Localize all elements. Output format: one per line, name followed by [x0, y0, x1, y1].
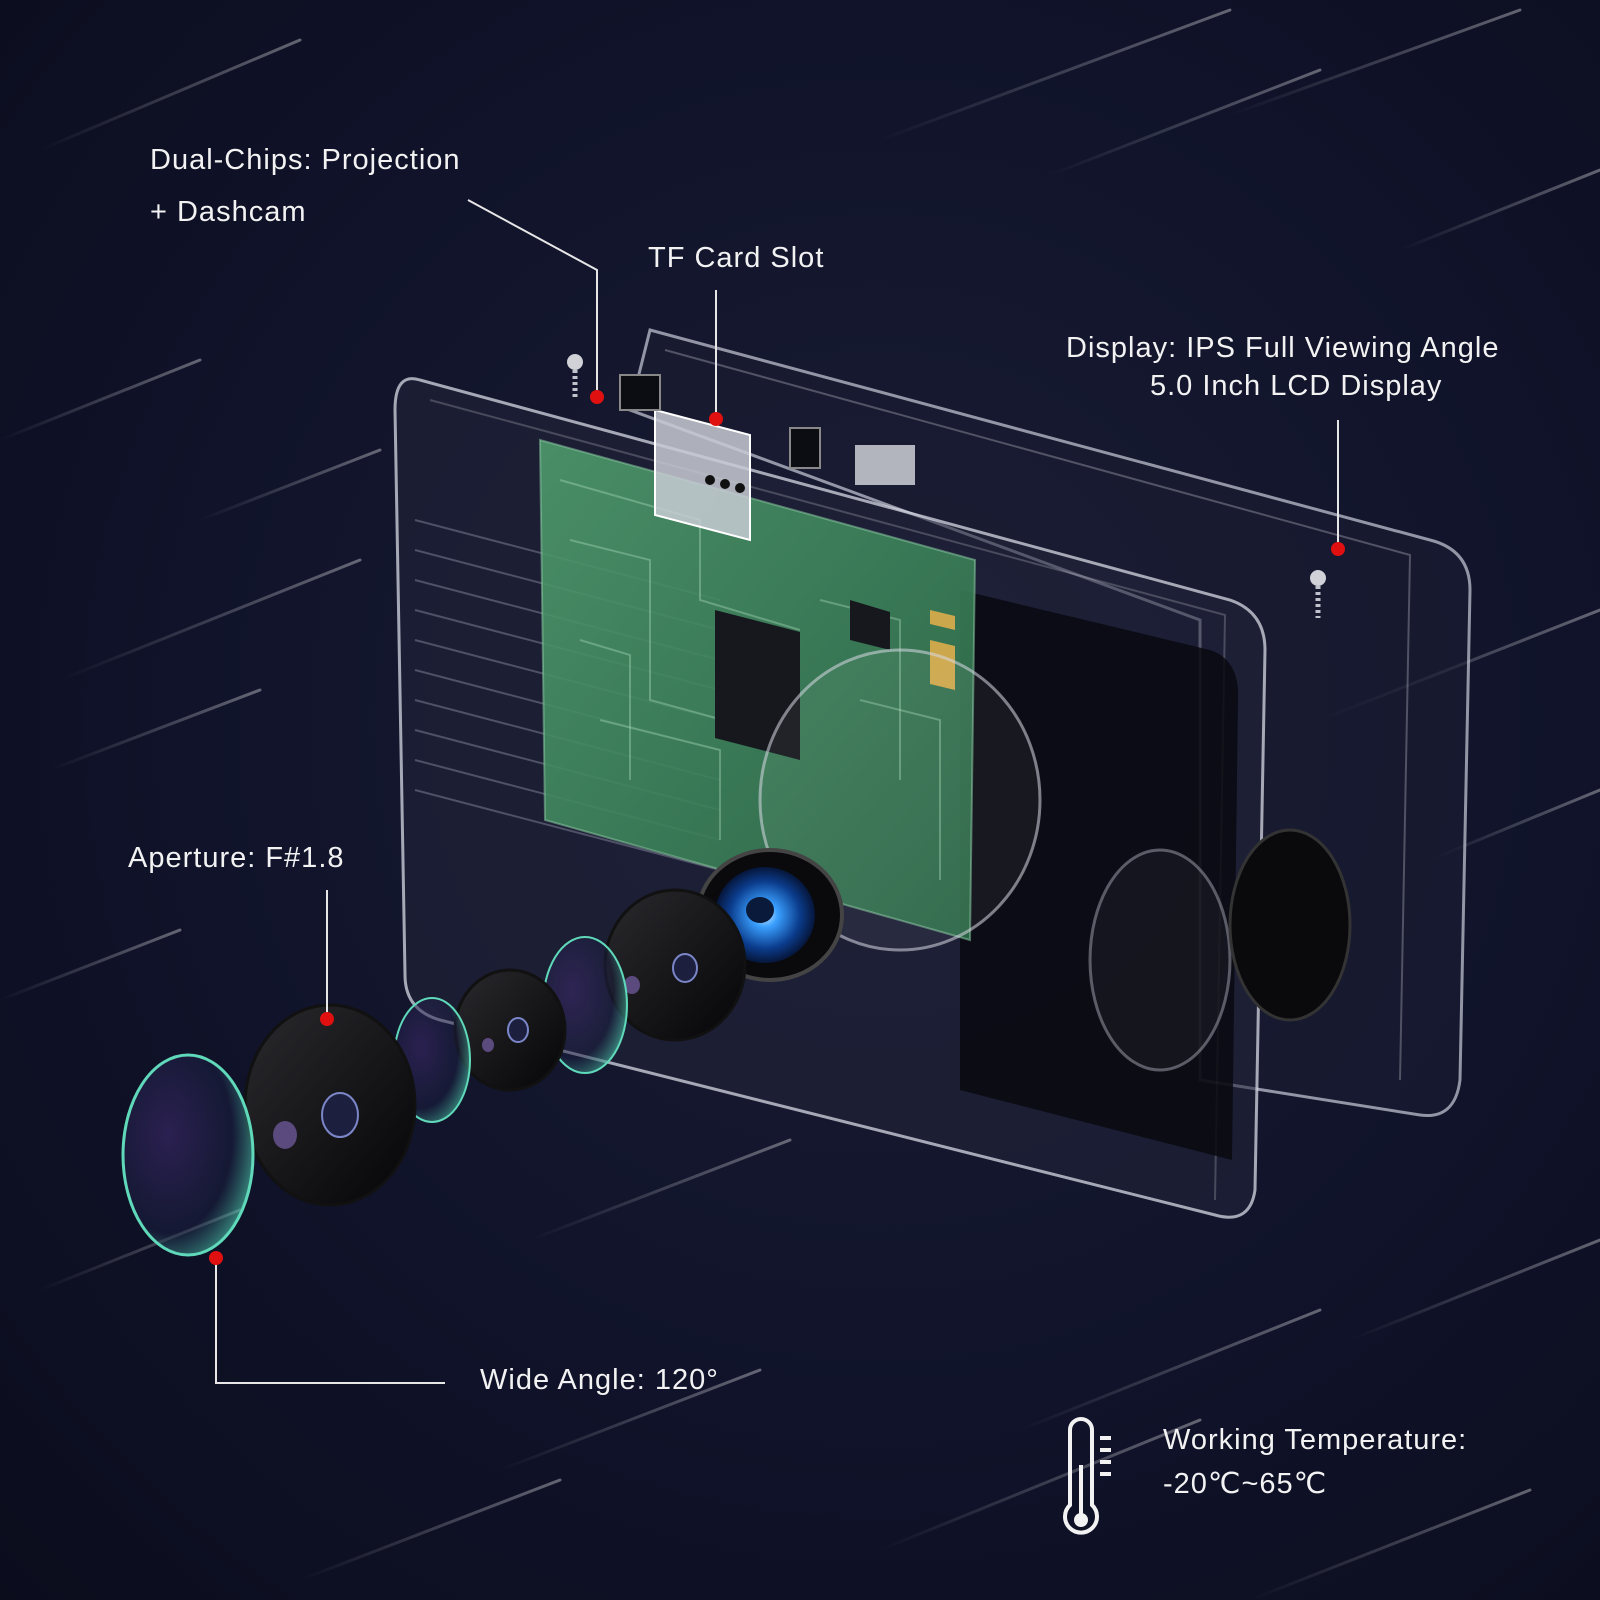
wide-angle-label: Wide Angle: 120°: [480, 1364, 719, 1396]
display-label-line2: 5.0 Inch LCD Display: [1150, 370, 1443, 402]
marker-tf-card: [709, 412, 723, 426]
callout-markers: [209, 390, 1345, 1265]
lens-ring-3: [603, 888, 747, 1042]
lens-ring-2: [453, 968, 567, 1092]
thermometer-icon: [1063, 1417, 1111, 1535]
tf-card-slot: [654, 408, 751, 542]
tf-card-label: TF Card Slot: [648, 242, 825, 274]
aperture-label: Aperture: F#1.8: [128, 842, 345, 874]
marker-display: [1331, 542, 1345, 556]
lens-ring-1: [243, 1003, 417, 1207]
marker-wide-angle: [209, 1251, 223, 1265]
leader-lines: [215, 199, 1339, 1384]
temperature-label-line1: Working Temperature:: [1163, 1424, 1468, 1456]
dual-chips-label-line2: + Dashcam: [150, 196, 307, 228]
marker-aperture: [320, 1012, 334, 1026]
front-glass-element: [121, 1053, 255, 1257]
temperature-label-line2: -20℃~65℃: [1163, 1468, 1328, 1500]
display-label-line1: Display: IPS Full Viewing Angle: [1066, 332, 1500, 364]
marker-dual-chips: [590, 390, 604, 404]
rear-camera: [1228, 828, 1352, 1022]
screw-left: [567, 354, 583, 400]
suction-mount: [758, 648, 1042, 952]
pcb-traces: [559, 479, 941, 880]
screw-right: [1310, 570, 1326, 618]
lcd-module: [960, 590, 1239, 1160]
dual-chips-label-line1: Dual-Chips: Projection: [150, 144, 461, 176]
